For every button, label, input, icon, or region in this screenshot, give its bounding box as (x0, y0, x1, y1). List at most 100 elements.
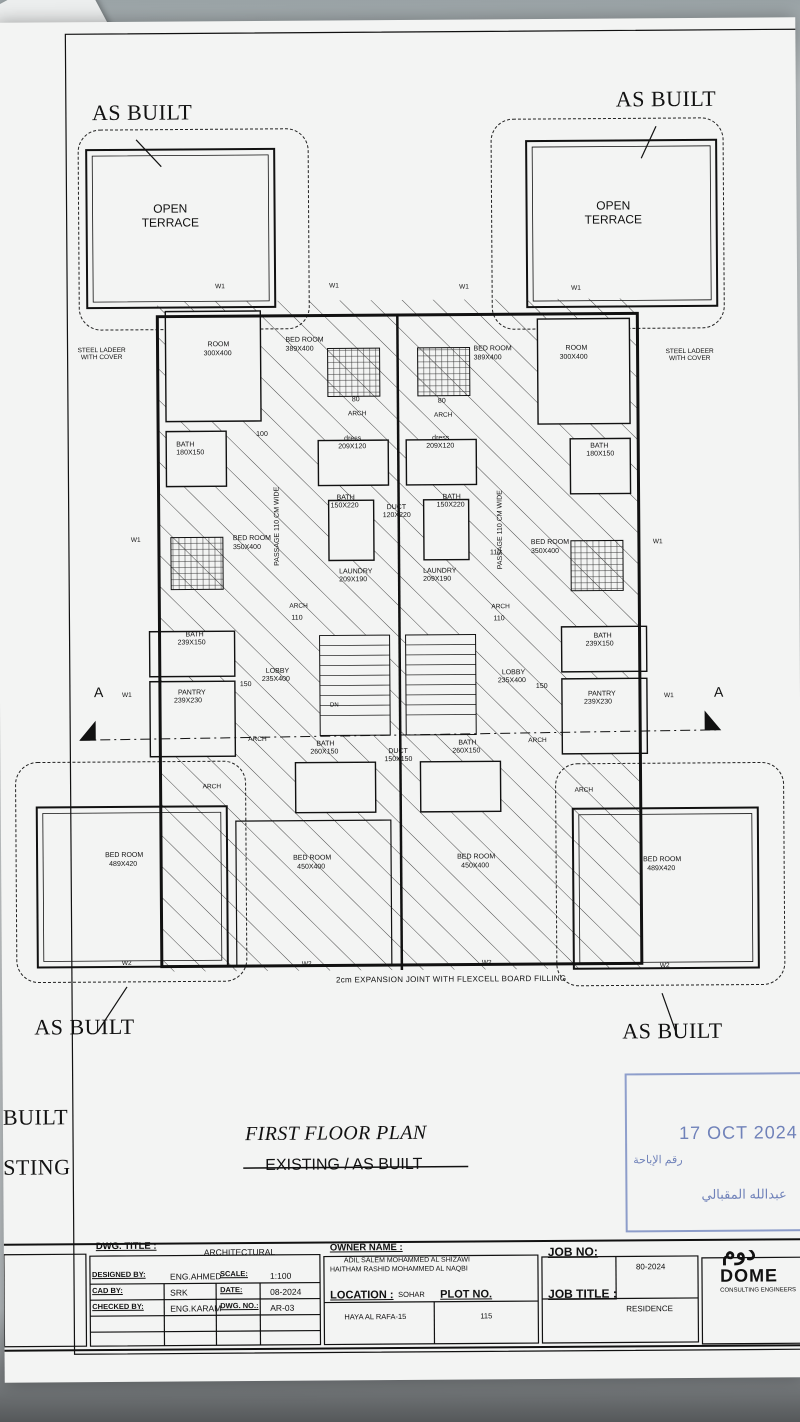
bath-size: 180X150 (176, 449, 205, 457)
dimension: 110 (489, 549, 502, 557)
window-tag: W1 (329, 282, 339, 290)
bath-size: 260X150 (310, 748, 339, 756)
bath-size: 150X220 (436, 501, 465, 509)
open-terrace-label: OPEN TERRACE (141, 201, 200, 230)
duct-label: DUCT (388, 747, 408, 756)
laundry-size: 209X190 (423, 575, 452, 583)
approval-stamp: 17 OCT 2024 رقم الإباحة عبدالله المقبالي (624, 1072, 800, 1233)
duct-label: DUCT (386, 503, 407, 512)
stamp-arabic: رقم الإباحة (633, 1154, 683, 1167)
bedroom-label: BED ROOM (473, 345, 512, 353)
plot-label: PLOT NO. (440, 1288, 493, 1301)
window-tag: W2 (481, 959, 492, 967)
dress-label: dress (432, 434, 450, 442)
bottom-bedrooms (35, 805, 760, 970)
section-tag: A (713, 683, 724, 700)
duct-size: 120X220 (382, 511, 411, 520)
cad-by-label: CAD BY: (92, 1285, 123, 1296)
bedroom-label: BED ROOM (105, 851, 144, 860)
lobby-size: 235X400 (261, 675, 290, 683)
stair-down-label: DN (330, 702, 339, 709)
arch-label: ARCH (433, 411, 453, 419)
stamp-date: 17 OCT 2024 (678, 1122, 798, 1144)
location: HAYA AL RAFA-15 (344, 1311, 407, 1322)
room-size: 300X400 (203, 350, 232, 358)
lobby-size: 235X400 (497, 677, 526, 685)
as-built-label: AS BUILT (615, 85, 717, 112)
bath-size: 180X150 (586, 450, 615, 458)
job-no: 80-2024 (635, 1262, 666, 1272)
duct-size: 150X150 (384, 755, 413, 764)
bedroom-size: 489X420 (647, 865, 676, 873)
company-logo-arabic: دوم (721, 1239, 756, 1265)
dimension: 110 (291, 614, 303, 622)
laundry-size: 209X190 (339, 576, 368, 584)
window-tag: W2 (121, 959, 132, 967)
company-logo: DOME (719, 1265, 779, 1286)
window-tag: W1 (215, 283, 225, 291)
dimension: 110 (493, 615, 505, 623)
dress-size: 209X120 (426, 442, 455, 450)
bath-label: BATH (176, 441, 195, 449)
open-terrace-label: OPEN TERRACE (584, 198, 643, 227)
window-tag: W1 (571, 284, 581, 292)
room-label: ROOM (565, 344, 588, 352)
floor-plan-drawing (3, 28, 800, 1355)
steel-ladder-label: STEEL LADEER WITH COVER (77, 346, 126, 362)
plan-subtitle: EXISTING / AS BUILT (265, 1155, 423, 1174)
lobby-label: LOBBY (501, 669, 526, 677)
dimension: 80 (351, 396, 360, 404)
bedroom-label: BED ROOM (293, 854, 332, 862)
dress-size: 209X120 (338, 443, 367, 451)
expansion-joint-note: 2cm EXPANSION JOINT WITH FLEXCELL BOARD … (335, 973, 567, 985)
arch-label: ARCH (248, 735, 267, 744)
as-built-label: AS BUILT (622, 1017, 723, 1044)
arch-label: ARCH (289, 602, 308, 610)
bedroom-size: 450X400 (297, 863, 326, 871)
bedroom-label: BED ROOM (232, 534, 272, 543)
room-label: ROOM (207, 341, 230, 349)
bedroom-size: 450X400 (461, 862, 490, 870)
leader-lines (96, 125, 678, 1037)
tile-areas (170, 347, 624, 592)
arch-label: ARCH (574, 786, 594, 794)
dwg-title-label: DWG. TITLE : (95, 1240, 157, 1253)
staircase (319, 633, 477, 737)
section-tag: A (93, 684, 104, 701)
window-tag: W1 (663, 692, 674, 700)
dimension: 80 (437, 397, 446, 405)
as-built-partial: BUILT (2, 1104, 69, 1130)
checked-by: ENG.KARAM (170, 1303, 222, 1314)
bedroom-size: 389X400 (473, 354, 502, 362)
laundry-label: LAUNDRY (423, 567, 457, 575)
pantry-label: PANTRY (177, 689, 206, 697)
date-label: DATE: (220, 1285, 243, 1295)
pantry-size: 239X230 (583, 698, 613, 706)
plot-number: 115 (480, 1311, 493, 1321)
room-blocks (148, 310, 649, 814)
scale: 1:100 (269, 1270, 292, 1281)
bath-label: BATH (336, 494, 355, 502)
pantry-label: PANTRY (587, 690, 616, 698)
existing-partial: STING (3, 1154, 71, 1180)
pantry-size: 239X230 (173, 697, 203, 705)
dwg-no-label: DWG. NO.: (220, 1301, 259, 1311)
bath-label: BATH (458, 739, 477, 747)
window-tag: W2 (659, 962, 670, 970)
room-size: 300X400 (559, 353, 588, 361)
job-title-label: JOB TITLE : (548, 1286, 617, 1301)
steel-ladder-label: STEEL LADEER WITH COVER (665, 347, 714, 363)
dimension: 150 (535, 682, 548, 691)
drawing-sheet: AS BUILT AS BUILT AS BUILT AS BUILT BUIL… (0, 17, 800, 1383)
location-city: SOHAR (398, 1289, 425, 1300)
bedroom-size: 350X400 (232, 543, 261, 552)
bath-size: 150X220 (330, 502, 359, 510)
bath-size: 239X150 (177, 639, 206, 647)
window-tag: W1 (121, 691, 132, 699)
arch-label: ARCH (202, 783, 222, 791)
dimension: 100 (256, 430, 268, 438)
window-tag: W1 (459, 283, 469, 291)
arch-label: ARCH (491, 603, 510, 611)
plan-title: FIRST FLOOR PLAN (244, 1121, 427, 1146)
arch-label: ARCH (528, 736, 547, 745)
